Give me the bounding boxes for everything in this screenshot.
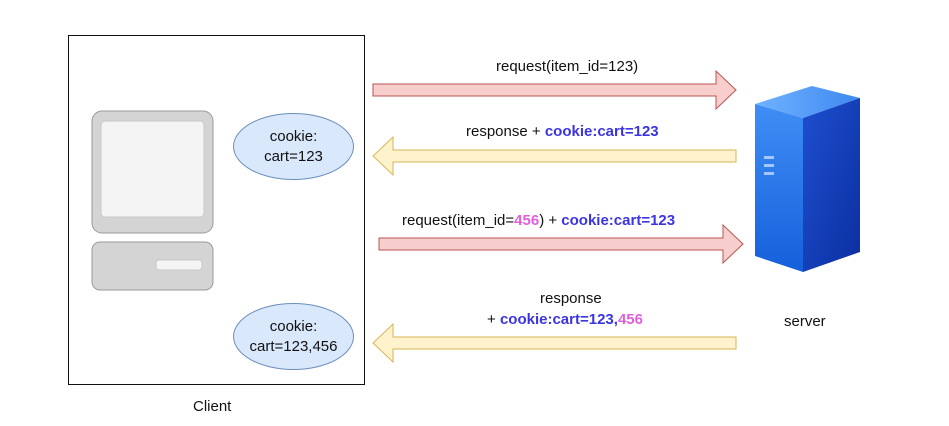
- response-label-2-cookie: cookie:cart=123,: [499, 311, 618, 328]
- response-arrow-2: [372, 322, 737, 364]
- request-label-2-item-id: 456: [514, 212, 540, 229]
- response-label-2-plus: +: [487, 311, 500, 328]
- request-arrow-2: [378, 223, 744, 265]
- request-arrow-1: [372, 69, 737, 111]
- cookie-store-updated-line1: cookie:: [269, 317, 318, 335]
- request-label-2-part2: ) +: [539, 212, 562, 229]
- response-label-2-item-id: 456: [617, 311, 643, 328]
- cookie-store-updated-line2: cart=123,456: [249, 337, 338, 355]
- server-label: server: [784, 313, 826, 330]
- cookie-store-initial-line1: cookie:: [269, 127, 318, 145]
- cookie-store-updated: cookie: cart=123,456: [233, 303, 354, 370]
- cookie-store-initial: cookie: cart=123: [233, 113, 354, 180]
- response-label-2-line2: + cookie:cart=123,456: [487, 311, 643, 328]
- request-label-2-cookie: cookie:cart=123: [561, 212, 676, 229]
- response-label-1-cookie: cookie:cart=123: [544, 123, 659, 140]
- response-label-2-line1: response: [540, 290, 602, 307]
- request-label-2: request(item_id=456) + cookie:cart=123: [402, 212, 675, 229]
- request-label-1: request(item_id=123): [496, 58, 639, 75]
- response-arrow-1: [372, 135, 737, 177]
- request-label-2-part1: request(item_id=: [402, 212, 515, 229]
- cookie-store-initial-line2: cart=123: [264, 147, 323, 165]
- client-label: Client: [193, 398, 232, 415]
- response-label-1: response + cookie:cart=123: [466, 123, 659, 140]
- response-label-1-prefix: response +: [466, 123, 545, 140]
